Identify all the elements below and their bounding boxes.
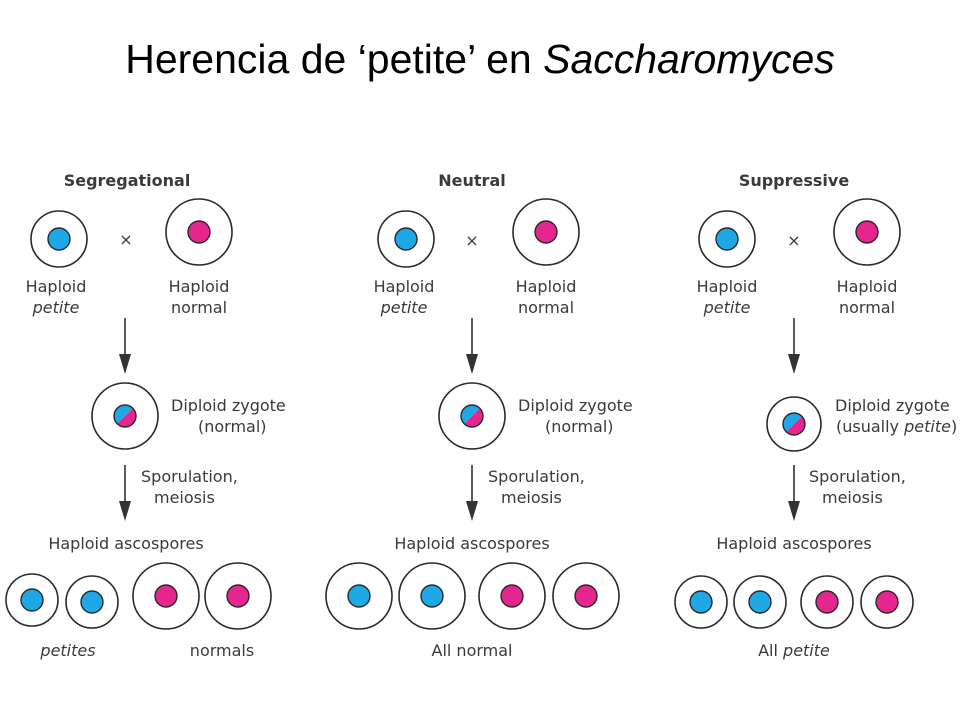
haploid-label: Haploid: [837, 277, 898, 296]
result-prefix: All: [758, 641, 783, 660]
title-text: Herencia de ‘petite’ en: [125, 36, 544, 82]
panel-heading: Neutral: [438, 171, 505, 190]
ascospore-petite: [398, 562, 466, 630]
diploid-zygote-cell: [91, 382, 159, 450]
ascospore-petite: [733, 575, 787, 629]
ascospore-normal: [860, 575, 914, 629]
panel-neutral: Neutral × Haploid petite Haploid normal …: [325, 171, 633, 660]
panel-segregational: Segregational × Haploid petite Haploid n…: [5, 171, 286, 660]
diploid-zygote-cell: [438, 382, 506, 450]
arrow-to-zygote: [788, 318, 800, 374]
normal-label: normal: [518, 298, 574, 317]
mixed-mitochondria: [461, 405, 483, 427]
zygote-label: Diploid zygote: [171, 396, 286, 415]
meiosis-label: meiosis: [822, 488, 883, 507]
cross-symbol: ×: [119, 230, 132, 249]
zygote-sub: (normal): [198, 417, 267, 436]
ascospore-normal: [204, 562, 272, 630]
ascospore-normal: [478, 562, 546, 630]
normal-label: normal: [839, 298, 895, 317]
mixed-mitochondria: [114, 405, 136, 427]
zygote-sub: (usually petite): [836, 417, 957, 436]
zygote-sub-post: ): [951, 417, 957, 436]
mixed-mitochondria: [783, 413, 805, 435]
panel-heading: Segregational: [64, 171, 191, 190]
cross-symbol: ×: [787, 231, 800, 250]
zygote-label: Diploid zygote: [835, 396, 950, 415]
arrow-to-zygote: [119, 318, 131, 374]
title-genus: Saccharomyces: [543, 36, 835, 82]
arrow-to-spores: [788, 465, 800, 521]
zygote-sub-pre: (usually: [836, 417, 904, 436]
haploid-petite-cell: [698, 210, 756, 268]
haploid-normal-cell: [512, 198, 580, 266]
haploid-petite-cell: [30, 210, 88, 268]
ascospore-petite: [5, 573, 59, 627]
zygote-label: Diploid zygote: [518, 396, 633, 415]
haploid-petite-cell: [377, 210, 435, 268]
normal-label: normal: [171, 298, 227, 317]
haploid-label: Haploid: [697, 277, 758, 296]
ascospore-petite: [65, 575, 119, 629]
haploid-label: Haploid: [516, 277, 577, 296]
meiosis-label: meiosis: [154, 488, 215, 507]
arrow-to-spores: [466, 465, 478, 521]
sporulation-label: Sporulation,: [809, 467, 906, 486]
zygote-sub: (normal): [545, 417, 614, 436]
ascospore-normal: [132, 562, 200, 630]
haploid-label: Haploid: [169, 277, 230, 296]
haploid-normal-cell: [833, 198, 901, 266]
haploid-normal-cell: [165, 198, 233, 266]
haploid-label: Haploid: [26, 277, 87, 296]
ascospore-normal: [800, 575, 854, 629]
normal-mitochondria: [187, 220, 211, 244]
result-petites: petites: [39, 641, 95, 660]
result-italic: petite: [782, 641, 830, 660]
sporulation-label: Sporulation,: [141, 467, 238, 486]
petite-label: petite: [703, 298, 751, 317]
sporulation-label: Sporulation,: [488, 467, 585, 486]
petite-mitochondria: [47, 227, 71, 251]
panel-heading: Suppressive: [739, 171, 850, 190]
arrow-to-spores: [119, 465, 131, 521]
ascospore-normal: [552, 562, 620, 630]
result-all-normal: All normal: [432, 641, 513, 660]
haploid-label: Haploid: [374, 277, 435, 296]
petite-label: petite: [380, 298, 428, 317]
ascospores-label: Haploid ascospores: [394, 534, 549, 553]
arrow-to-zygote: [466, 318, 478, 374]
ascospores-label: Haploid ascospores: [48, 534, 203, 553]
meiosis-label: meiosis: [501, 488, 562, 507]
ascospore-petite: [674, 575, 728, 629]
diploid-zygote-cell: [766, 396, 822, 452]
zygote-sub-italic: petite: [903, 417, 951, 436]
cross-symbol: ×: [465, 231, 478, 250]
petite-label: petite: [32, 298, 80, 317]
result-all-petite: All petite: [758, 641, 830, 660]
ascospore-petite: [325, 562, 393, 630]
panel-suppressive: Suppressive × Haploid petite Haploid nor…: [674, 171, 957, 660]
result-normals: normals: [190, 641, 254, 660]
slide-title: Herencia de ‘petite’ en Saccharomyces: [0, 36, 960, 83]
ascospores-label: Haploid ascospores: [716, 534, 871, 553]
